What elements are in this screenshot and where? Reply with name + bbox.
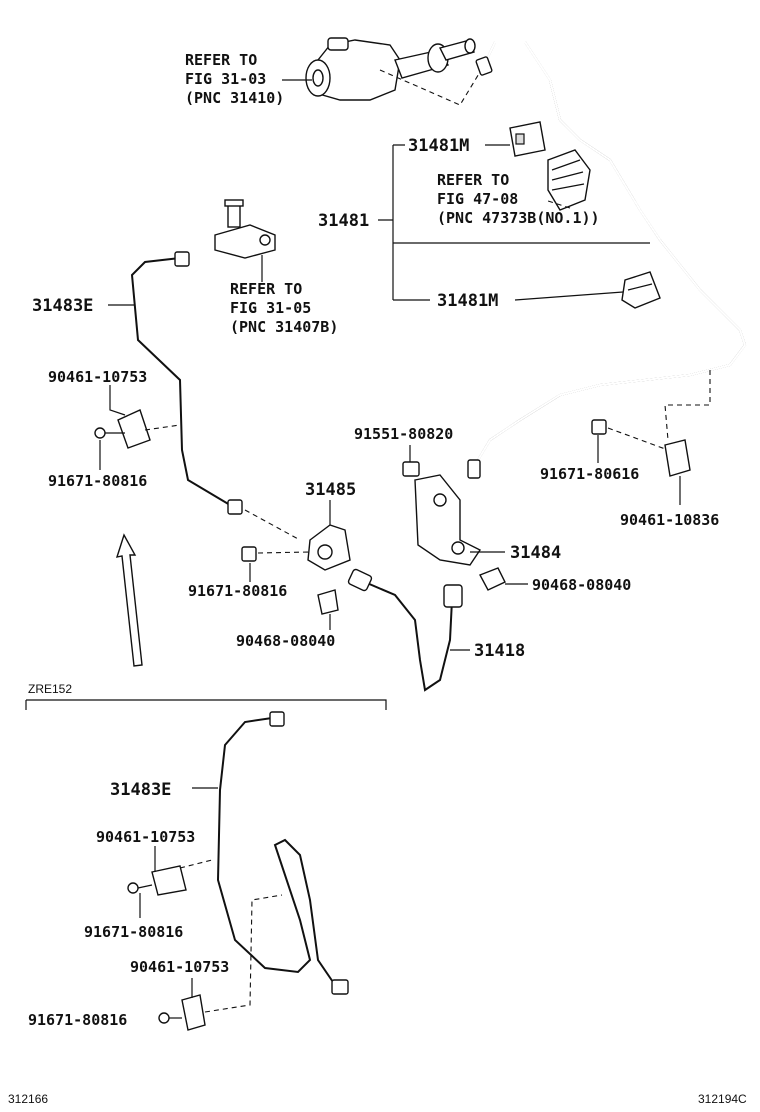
pipe-31481 [467,40,747,479]
pipe-31483e-lower [192,711,349,995]
label-90461-10753: 90461-10753 [48,368,147,386]
label-31418: 31418 [474,641,525,661]
label-31484: 31484 [510,543,561,563]
label-91671-80816-lower2: 91671-80816 [28,1011,127,1029]
bracket-90461-10753-upper [94,385,181,470]
clamp-31481m-top [509,121,546,157]
direction-arrow [115,533,143,667]
label-refer-3103: REFER TO FIG 31-03 (PNC 31410) [185,51,312,107]
figure-code-left: 312166 [8,1092,48,1106]
label-91671-80816-mid: 91671-80816 [188,582,287,600]
label-90461-10753-lower2: 90461-10753 [130,958,229,976]
bracket-31485 [241,500,351,630]
label-31485: 31485 [305,480,356,500]
label-refer-3105: REFER TO FIG 31-05 (PNC 31407B) [230,280,338,336]
fitting-refer-3105 [214,199,276,282]
pipe-31483e-upper [108,251,243,515]
svg-text:FIG 31-03: FIG 31-03 [185,70,266,88]
label-zre152: ZRE152 [28,682,72,696]
label-31481m-top: 31481M [408,136,469,156]
clip-90468-08040-right [479,567,528,591]
label-91671-80816: 91671-80816 [48,472,147,490]
svg-text:(PNC 31410): (PNC 31410) [185,89,284,107]
svg-text:FIG 47-08: FIG 47-08 [437,190,518,208]
bracket-90461-10753-lower1 [127,846,213,918]
svg-text:REFER TO: REFER TO [437,171,509,189]
figure-code-right: 312194C [698,1092,747,1106]
label-31483e-lower: 31483E [110,780,171,800]
clamp-90461-10836 [591,370,711,505]
label-91671-80816-lower1: 91671-80816 [84,923,183,941]
svg-text:REFER TO: REFER TO [230,280,302,298]
label-91671-80616: 91671-80616 [540,465,639,483]
label-90468-08040-right: 90468-08040 [532,576,631,594]
svg-text:(PNC 47373B(NO.1)): (PNC 47373B(NO.1)) [437,209,600,227]
label-91551-80820: 91551-80820 [354,425,453,443]
label-90461-10836: 90461-10836 [620,511,719,529]
label-90461-10753-lower1: 90461-10753 [96,828,195,846]
clamp-31481m-bottom [621,271,661,309]
label-31483e: 31483E [32,296,93,316]
label-31481m-bottom: 31481M [437,291,498,311]
clip-refer-4708 [544,149,591,211]
label-90468-08040-mid: 90468-08040 [236,632,335,650]
svg-text:(PNC 31407B): (PNC 31407B) [230,318,338,336]
svg-text:FIG 31-05: FIG 31-05 [230,299,311,317]
label-refer-4708: REFER TO FIG 47-08 (PNC 47373B(NO.1)) [437,171,600,227]
hose-31418 [347,568,470,692]
bracket-31484 [402,445,505,566]
bracket-90461-10753-lower2 [158,894,283,1031]
label-31481: 31481 [318,211,369,231]
svg-text:REFER TO: REFER TO [185,51,257,69]
master-cylinder [305,37,476,101]
